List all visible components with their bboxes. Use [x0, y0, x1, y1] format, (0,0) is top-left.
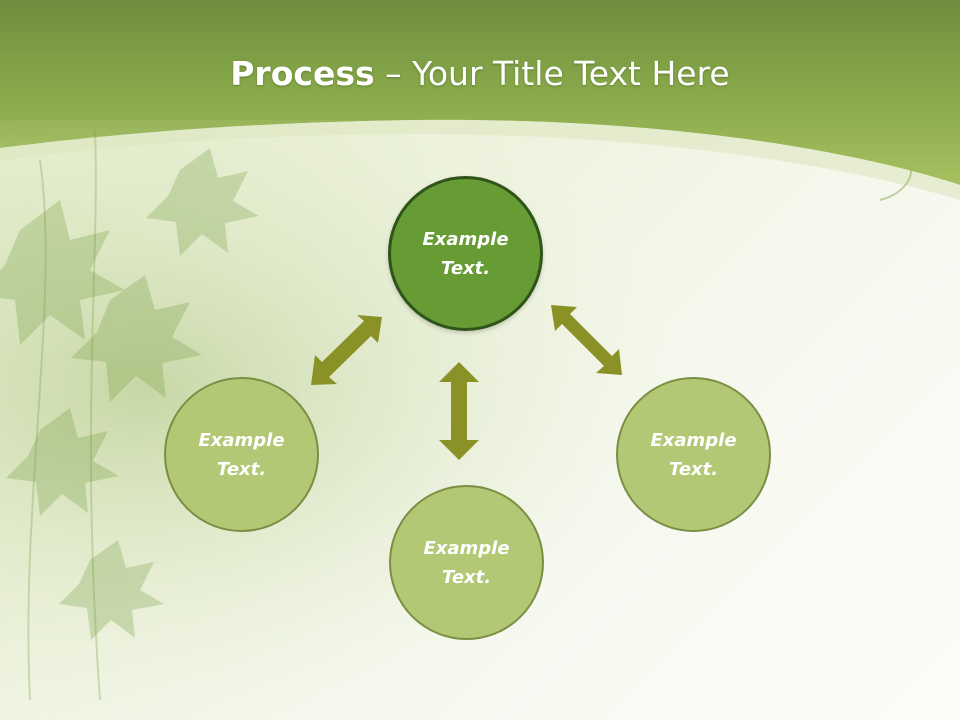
- process-node-right: Example Text.: [616, 377, 771, 532]
- process-node-center-label: Example Text.: [422, 228, 509, 279]
- process-node-left-label: Example Text.: [198, 429, 285, 480]
- process-node-bottom-label: Example Text.: [423, 537, 510, 588]
- process-node-left: Example Text.: [164, 377, 319, 532]
- arrow-center-bottom: [439, 362, 479, 460]
- process-node-bottom: Example Text.: [389, 485, 544, 640]
- slide-title: Process – Your Title Text Here: [0, 52, 960, 96]
- arrow-center-left: [311, 315, 382, 385]
- process-node-right-label: Example Text.: [650, 429, 737, 480]
- process-node-center: Example Text.: [388, 176, 543, 331]
- title-bold-part: Process: [230, 54, 375, 93]
- arrow-center-right: [551, 305, 622, 375]
- title-rest-part: – Your Title Text Here: [374, 54, 730, 93]
